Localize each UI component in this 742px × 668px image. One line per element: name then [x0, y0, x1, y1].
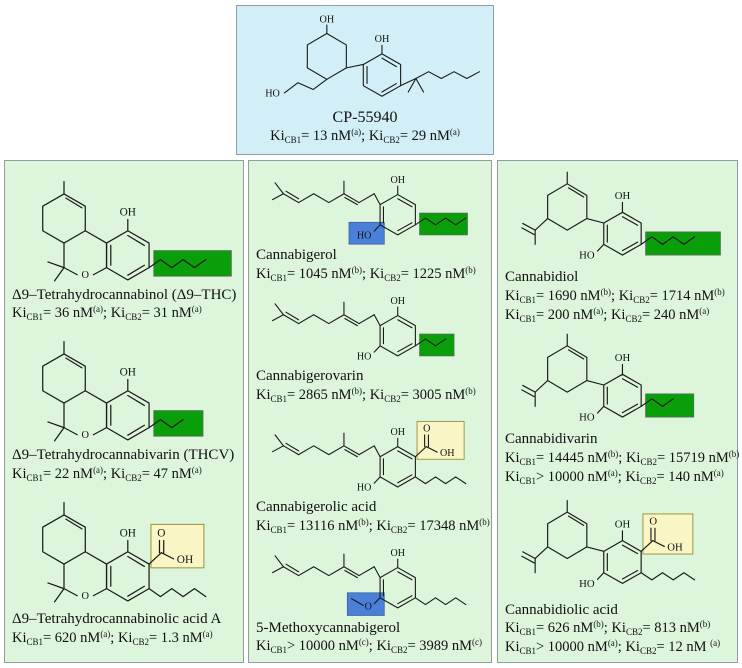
compound-block: OH HO O OH Cannabigerolic acid KiCB1= 13… [249, 408, 491, 535]
hydroxyl-label: OH [390, 175, 405, 186]
thc-structure: O OH [41, 181, 232, 282]
ki-values: KiCB1= 620 nM(a); KiCB2= 1.3 nM(a) [12, 628, 213, 647]
compound-block: OH O 5-Methoxycannabigerol KiCB1> 10000 … [249, 539, 491, 656]
compound-name: Cannabidiolic acid [505, 601, 618, 618]
compound-block: OH HO O OH Cannabidiolic acid KiCB1= 626… [498, 489, 737, 657]
hydroxyl-label: OH [319, 14, 334, 25]
ki-values: KiCB1= 2865 nM(b); KiCB2= 3005 nM(b) [256, 385, 476, 404]
ki-values: KiCB1= 36 nM(a); KiCB2= 31 nM(a) [12, 304, 202, 323]
cbg-panel: OH HO Cannabigerol KiCB1= 1045 nM(b); Ki… [248, 160, 492, 663]
hydroxyl-label: OH [390, 427, 405, 438]
hydroxyl-label: HO [357, 231, 372, 242]
compound-block: OH HO Cannabidivarin KiCB1= 14445 nM(b);… [498, 328, 740, 487]
ki-values: KiCB1> 10000 nM(a); KiCB2= 140 nM(a) [505, 467, 724, 486]
compound-block: OH HO Cannabigerol KiCB1= 1045 nM(b); Ki… [249, 166, 491, 283]
hydroxyl-label: OH [119, 527, 135, 539]
cbga-structure: OH HO O OH [271, 421, 467, 494]
hydroxyl-label: HO [579, 578, 595, 590]
compound-name: Δ9–Tetrahydrocannabinolic acid A [12, 611, 222, 628]
thcv-structure: O OH [41, 341, 203, 442]
compound-block: O OH Δ9–Tetrahydrocannabinol (Δ9–THC) Ki… [5, 175, 243, 323]
hydroxyl-label: OH [667, 542, 683, 554]
cbgv-structure: OH HO [271, 296, 455, 363]
hydroxyl-label: OH [176, 554, 192, 566]
hydroxyl-label: HO [357, 483, 372, 494]
hydroxyl-label: OH [440, 448, 455, 459]
hydroxyl-highlight [348, 222, 385, 245]
hydroxyl-label: HO [357, 352, 372, 363]
reference-panel: OH OH HO CP-55940 KiCB1= 13 nM(a); KiCB2… [236, 5, 494, 155]
ki-values: KiCB1= 1690 nM(b); KiCB2= 1714 nM(b) [505, 286, 725, 305]
cbdv-structure: OH HO [520, 333, 694, 423]
hydroxyl-label: OH [614, 351, 630, 363]
cbd-panel: OH HO Cannabidiol KiCB1= 1690 nM(b); KiC… [497, 160, 740, 663]
hydroxyl-label: HO [265, 88, 280, 99]
compound-name: Δ9–Tetrahydrocannabivarin (THCV) [12, 447, 235, 463]
ether-oxygen-label: O [81, 430, 89, 441]
pentyl-highlight [419, 213, 468, 236]
compound-block: OH HO Cannabigerovarin KiCB1= 2865 nM(b)… [249, 287, 491, 404]
ki-values: KiCB1= 13 nM(a); KiCB2= 29 nM(a) [270, 127, 460, 146]
compound-block: O OH O OH Δ9–Tetrahydrocannabinolic acid… [5, 496, 243, 648]
ki-values: KiCB1> 10000 nM(c); KiCB2= 3989 nM(c) [256, 637, 482, 656]
hydroxyl-label: HO [579, 249, 595, 261]
ki-values: KiCB1= 13116 nM(b); KiCB2= 17348 nM(b) [256, 516, 490, 535]
compound-block: OH HO Cannabidiol KiCB1= 1690 nM(b); KiC… [498, 166, 737, 325]
hydroxyl-label: OH [119, 207, 135, 219]
ki-values: KiCB1= 22 nM(a); KiCB2= 47 nM(a) [12, 464, 202, 483]
ether-oxygen-label: O [81, 270, 89, 281]
compound-name: Cannabidivarin [505, 430, 598, 447]
ki-values: KiCB1> 10000 nM(a); KiCB2= 12 nM (a) [505, 638, 721, 657]
ki-values: KiCB1= 14445 nM(b); KiCB2= 15719 nM(b) [505, 448, 740, 467]
propyl-highlight [644, 393, 694, 417]
carbonyl-oxygen-label: O [649, 516, 657, 528]
cbd-structure: OH HO [520, 171, 721, 261]
cbda-structure: OH HO O OH [520, 500, 695, 590]
compound-name: Cannabidiol [505, 269, 579, 286]
compound-name: Δ9–Tetrahydrocannabinol (Δ9–THC) [12, 286, 237, 303]
methoxycbg-structure: OH O [271, 548, 467, 616]
hydroxyl-label: OH [614, 190, 630, 202]
compound-name: Cannabigerovarin [256, 368, 364, 384]
thca-structure: O OH O OH [41, 501, 206, 603]
ether-oxygen-label: O [81, 591, 89, 602]
hydroxyl-label: OH [614, 519, 630, 531]
thc-panel: O OH Δ9–Tetrahydrocannabinol (Δ9–THC) Ki… [4, 160, 244, 663]
ki-values: KiCB1= 1045 nM(b); KiCB2= 1225 nM(b) [256, 264, 476, 283]
compound-name: 5-Methoxycannabigerol [256, 619, 401, 636]
cbg-structure: OH HO [271, 175, 468, 245]
methoxy-highlight [346, 592, 385, 616]
methoxy-oxygen-label: O [365, 602, 372, 613]
hydroxyl-label: OH [390, 548, 405, 559]
hydroxyl-label: HO [579, 411, 595, 423]
carbonyl-oxygen-label: O [423, 424, 430, 435]
hydroxyl-label: OH [119, 367, 135, 379]
compound-block: O OH Δ9–Tetrahydrocannabivarin (THCV) Ki… [5, 335, 243, 483]
hydroxyl-label: OH [390, 296, 405, 307]
carbonyl-oxygen-label: O [157, 527, 165, 539]
ki-values: KiCB1= 200 nM(a); KiCB2= 240 nM(a) [505, 305, 710, 324]
hydroxyl-label: OH [375, 34, 390, 45]
ki-values: KiCB1= 626 nM(b); KiCB2= 813 nM(b) [505, 619, 711, 638]
compound-name: CP-55940 [332, 108, 398, 126]
cp55940-structure: OH OH HO [265, 14, 481, 99]
compound-name: Cannabigerol [256, 247, 337, 264]
compound-name: Cannabigerolic acid [256, 498, 377, 515]
